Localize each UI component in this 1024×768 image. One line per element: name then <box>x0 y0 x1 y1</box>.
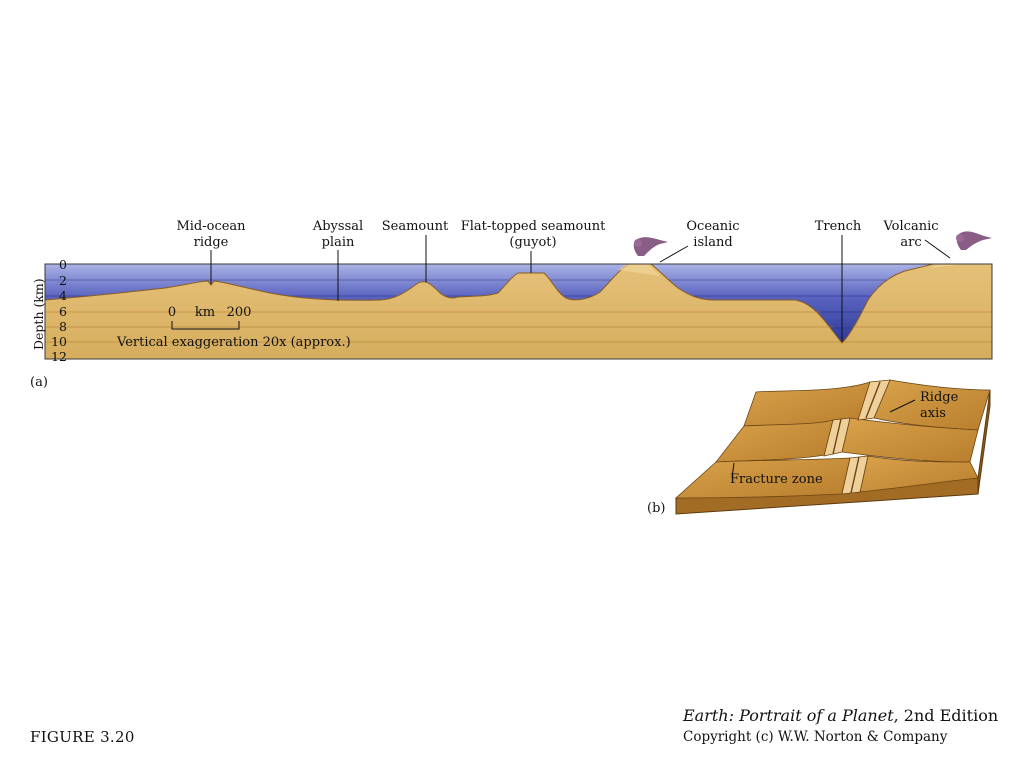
block-top-middle-left <box>715 419 834 463</box>
island-highlight <box>618 264 660 276</box>
depth-axis-title: Depth (km) <box>31 278 46 350</box>
oceanic-island-label-2: island <box>693 235 732 250</box>
vertical-exaggeration-note: Vertical exaggeration 20x (approx.) <box>116 335 351 350</box>
block-labels: Ridge axis Fracture zone <box>730 390 959 487</box>
trench-label: Trench <box>815 219 862 234</box>
seamount-label: Seamount <box>382 219 449 234</box>
copyright-line: Copyright (c) W.W. Norton & Company <box>683 729 948 745</box>
book-edition: , 2nd Edition <box>893 706 999 725</box>
ocean-profile-panel <box>45 264 992 359</box>
scale-start-label: 0 <box>168 305 176 320</box>
block-top-front-right <box>859 455 979 493</box>
island-smoke-icon <box>633 237 668 256</box>
profile-frame <box>44 263 993 360</box>
panel-label-a: (a) <box>30 375 48 390</box>
ridge-axis-label-1: Ridge <box>920 390 959 405</box>
volcanic-arc-label-2: arc <box>900 235 921 250</box>
scale-bracket <box>171 321 240 330</box>
ridge-crest-back <box>857 379 891 421</box>
ridge-axis-label-2: axis <box>920 406 946 421</box>
feature-labels: Mid-ocean ridge Abyssal plain Seamount F… <box>176 219 938 250</box>
guyot-label-1: Flat-topped seamount <box>461 219 606 234</box>
abyssal-plain-label-1: Abyssal <box>312 219 363 234</box>
block-top-back-right <box>873 379 991 431</box>
depth-tick-2: 2 <box>59 273 67 288</box>
ridge-block-diagram <box>674 379 991 515</box>
scale-bar: 0 km 200 Vertical exaggeration 20x (appr… <box>116 305 351 350</box>
depth-tick-6: 6 <box>59 304 67 319</box>
scale-end-label: 200 <box>227 305 252 320</box>
depth-tick-8: 8 <box>59 319 67 334</box>
fracture-zone-label: Fracture zone <box>730 472 823 487</box>
abyssal-plain-label-2: plain <box>322 235 355 250</box>
mid-ocean-ridge-label-2: ridge <box>194 235 229 250</box>
label-leaders <box>210 235 951 342</box>
oceanic-island-label-1: Oceanic <box>686 219 739 234</box>
arc-smoke-icon <box>956 231 992 250</box>
mid-ocean-ridge-label-1: Mid-ocean <box>176 219 246 234</box>
book-title: Earth: Portrait of a Planet <box>683 706 894 725</box>
depth-tick-10: 10 <box>51 334 67 349</box>
sediment-layer-lines <box>45 311 992 343</box>
guyot-label-2: (guyot) <box>509 235 556 250</box>
volcanic-arc-label-1: Volcanic <box>882 219 938 234</box>
depth-axis: Depth (km) 0 2 4 6 8 10 12 <box>31 257 67 364</box>
figure-label: FIGURE 3.20 <box>30 728 135 746</box>
depth-tick-4: 4 <box>59 288 67 303</box>
arc-highlight <box>930 264 967 268</box>
scale-unit-label: km <box>195 305 215 320</box>
book-credit: Earth: Portrait of a Planet, 2nd Edition <box>683 706 998 725</box>
depth-tick-12: 12 <box>51 349 67 364</box>
depth-tick-0: 0 <box>59 257 67 272</box>
seafloor-profile <box>45 264 992 359</box>
block-right-face <box>977 389 991 495</box>
panel-label-b: (b) <box>647 501 665 516</box>
